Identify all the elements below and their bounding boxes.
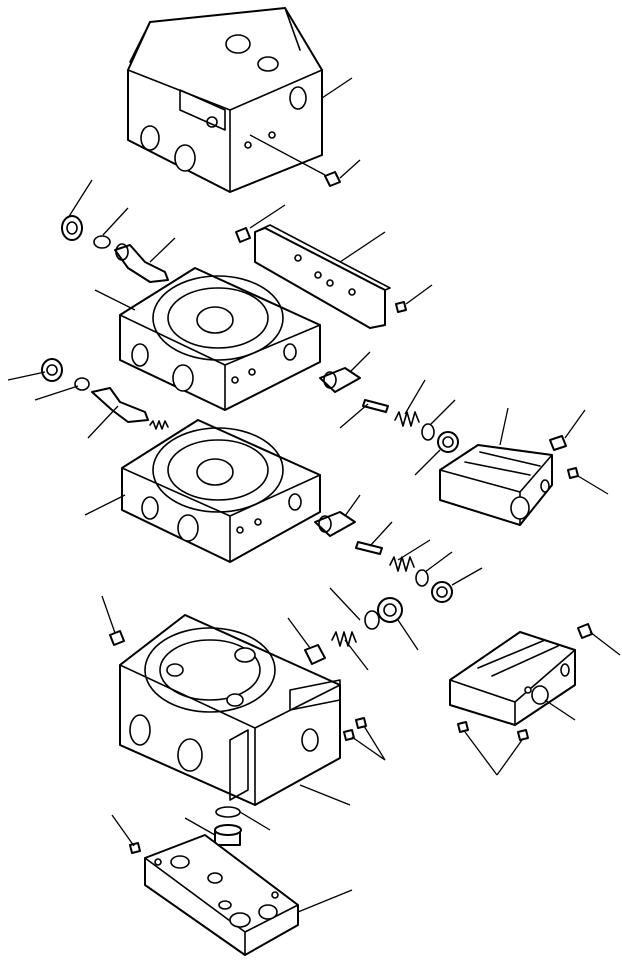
upper-pin [362,399,389,413]
middle-check-poppet [314,511,356,537]
middle-plug-left [41,358,90,391]
upper-valve-section [119,267,321,411]
middle-o-ring [415,569,429,587]
leader-lines-middle-right [344,494,483,586]
lower-o-ring [364,610,380,630]
leader-lines-middle-section [84,494,126,516]
leader-lines-upper-spool [67,179,176,263]
leader-lines-plate [249,204,433,305]
leader-lines-bottom-plug [184,811,271,836]
lower-spring [331,631,357,647]
screw-right-cover-b [567,467,579,479]
lower-poppet [304,644,326,665]
leader-lines-bottom-plate [111,814,353,913]
leader-lines-upper-section [94,289,136,311]
screw-right-cover-a [549,435,567,451]
middle-valve-section [121,419,321,563]
upper-spool-plug [61,215,111,249]
leader-lines-lower-body [101,595,386,806]
bottom-o-ring [215,806,241,818]
small-right-cover [449,631,576,726]
top-cover-block [127,7,323,193]
bottom-plate [144,834,299,956]
screw-small-cover-b [517,729,529,741]
upper-spool [114,243,169,283]
leader-lines-middle-left [7,371,119,439]
upper-spring [394,411,420,427]
cap-screw-plate [235,227,251,243]
screw-bottom-plate [129,842,141,854]
screw-lower-right-b [355,717,367,729]
middle-spring [389,556,415,572]
upper-plug-right [437,431,459,453]
leader-lines-upper-right [339,351,456,476]
leader-lines-right-cover [499,407,609,495]
lower-valve-body [119,614,341,806]
middle-spool [91,387,169,430]
screw-lower-left [109,630,125,646]
upper-check-poppet [319,367,361,393]
lower-plug [377,597,403,623]
leader-lines-lower-parts [287,587,419,671]
right-cover-block [439,444,553,526]
middle-pin [355,541,383,555]
bottom-plug [214,824,242,846]
small-screw-plate [395,301,407,313]
screw-small-cover-a [457,721,469,733]
screw-small-cover-top [577,623,593,639]
middle-plug-right [431,581,453,603]
upper-o-ring [421,423,435,441]
cap-screw-top [324,171,341,187]
leader-lines-small-cover [464,631,621,776]
screw-lower-right-a [343,729,355,741]
plate-block [254,224,391,329]
leader-lines-top [249,77,361,179]
